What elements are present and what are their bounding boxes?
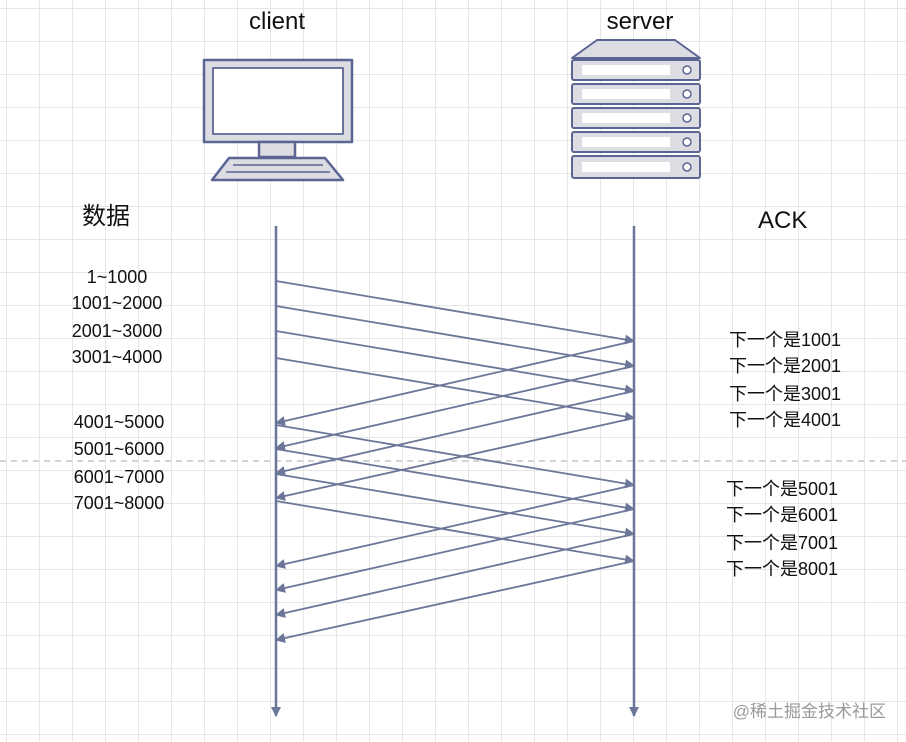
ack-label: 下一个是5001 [726, 479, 838, 499]
ack-arrow [275, 417, 635, 501]
ack-arrow [275, 508, 635, 593]
data-range-label: 6001~7000 [74, 467, 165, 487]
data-range-label: 2001~3000 [72, 321, 163, 341]
ack-arrow [275, 340, 635, 426]
computer-icon [202, 58, 354, 182]
data-range-label: 7001~8000 [74, 493, 165, 513]
data-arrow [275, 330, 635, 395]
data-range-label: 5001~6000 [74, 439, 165, 459]
ack-arrow [275, 390, 635, 476]
data-range-label: 1001~2000 [72, 293, 163, 313]
ack-label: 下一个是7001 [726, 533, 838, 553]
ack-arrow [275, 484, 635, 569]
data-range-label: 3001~4000 [72, 347, 163, 367]
server-icon [571, 39, 701, 179]
ack-label: 下一个是6001 [726, 505, 838, 525]
watermark: @稀土掘金技术社区 [733, 702, 886, 721]
ack-arrow [275, 533, 635, 618]
server-label: server [607, 8, 674, 35]
data-range-label: 4001~5000 [74, 412, 165, 432]
ack-arrows [275, 340, 635, 643]
ack-arrow [275, 560, 635, 643]
ack-label: 下一个是4001 [729, 410, 841, 430]
client-label: client [249, 8, 305, 35]
data-arrow [275, 357, 635, 422]
data-arrow [275, 280, 635, 345]
data-arrow [275, 305, 635, 370]
data-arrow [275, 424, 635, 489]
ack-label: 下一个是2001 [729, 356, 841, 376]
ack-label: 下一个是1001 [729, 330, 841, 350]
ack-arrow [275, 365, 635, 451]
data-header: 数据 [82, 203, 130, 230]
data-range-label: 1~1000 [87, 267, 148, 287]
ack-label: 下一个是8001 [726, 559, 838, 579]
ack-header: ACK [758, 207, 807, 234]
data-arrows [275, 280, 635, 565]
ack-label: 下一个是3001 [729, 384, 841, 404]
data-arrow [275, 500, 635, 565]
